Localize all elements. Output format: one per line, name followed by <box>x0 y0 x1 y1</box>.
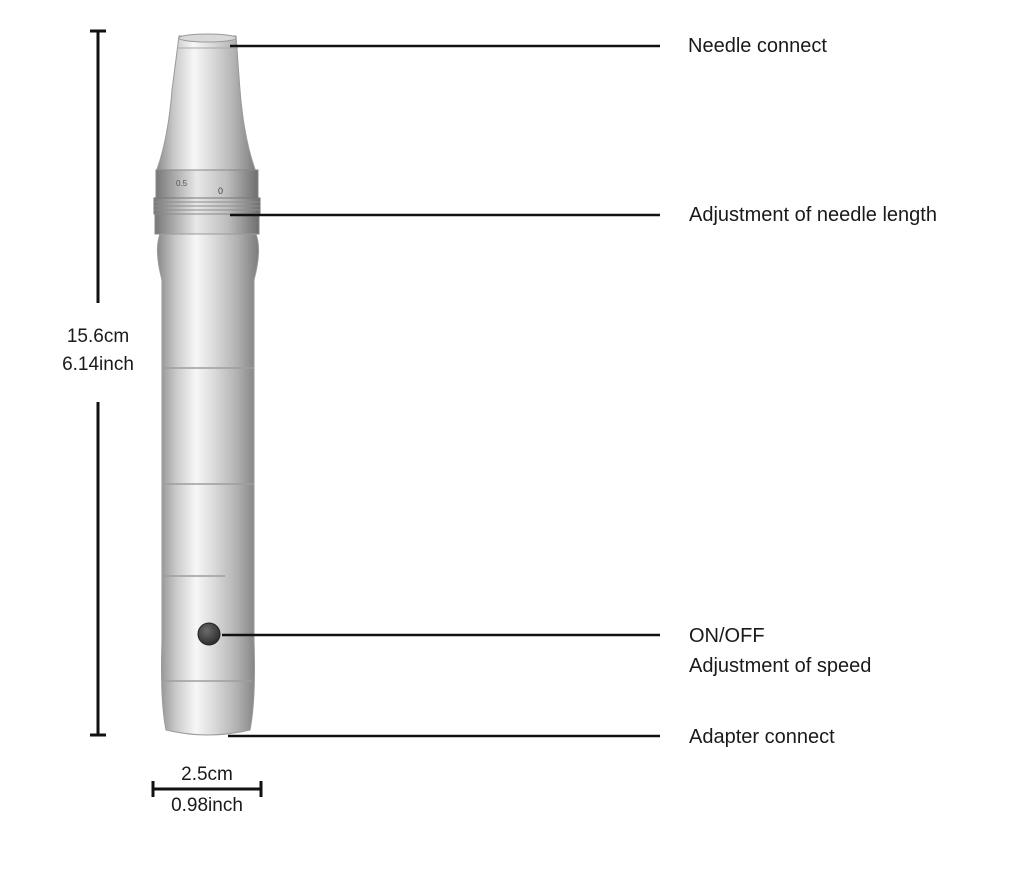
svg-text:0: 0 <box>218 186 223 196</box>
svg-text:0.5: 0.5 <box>176 179 188 188</box>
needle-cartridge <box>155 35 257 173</box>
needle-connect-label: Needle connect <box>688 35 827 57</box>
speed-label: Adjustment of speed <box>689 655 872 677</box>
adapter-connect-label: Adapter connect <box>689 726 835 748</box>
scale-ring <box>155 169 259 199</box>
needle-length-label: Adjustment of needle length <box>689 204 937 226</box>
width-cm-label: 2.5cm <box>181 764 233 785</box>
leader-lines <box>222 44 660 738</box>
on-off-label: ON/OFF <box>689 625 765 647</box>
derma-pen-device: 0.5 0 <box>153 33 261 736</box>
height-inch-label: 6.14inch <box>62 354 134 375</box>
width-dimension <box>151 781 263 797</box>
height-dimension <box>90 29 106 737</box>
height-cm-label: 15.6cm <box>66 326 130 347</box>
width-inch-label: 0.98inch <box>171 795 243 816</box>
power-button-icon <box>197 622 221 646</box>
cartridge-tip <box>178 33 237 43</box>
